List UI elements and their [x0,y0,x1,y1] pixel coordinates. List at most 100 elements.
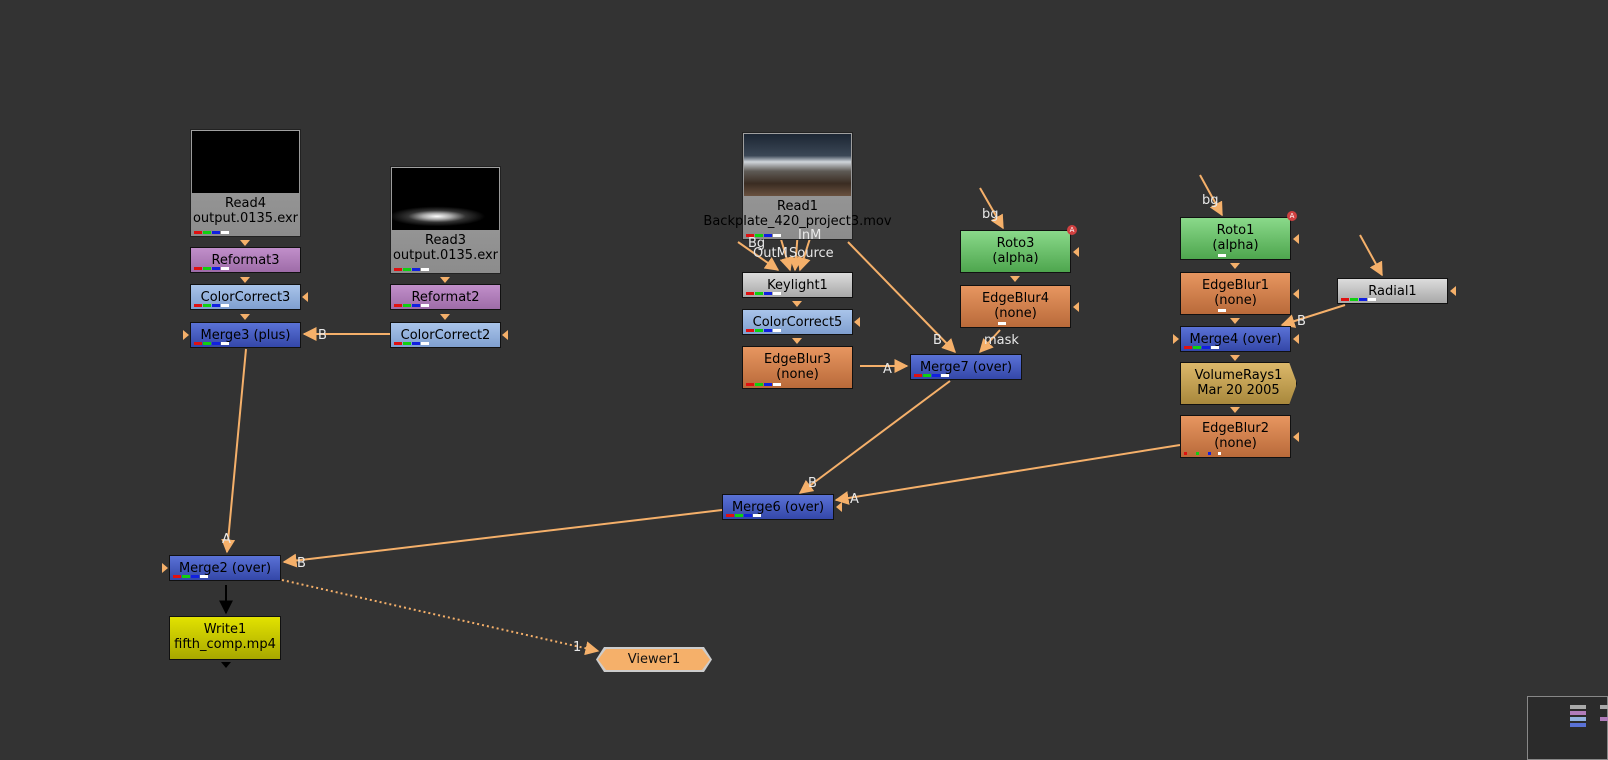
keylight1-channels [746,292,782,295]
roto1-bg-label: bg [1202,193,1219,208]
pipe-edgeblur4-merge7[interactable] [979,329,1001,354]
keylight1-label: Keylight1 [767,278,828,293]
node-merge3[interactable]: Merge3 (plus) [190,322,301,348]
pipe-radial1-input[interactable] [1359,234,1383,277]
merge6-label: Merge6 (over) [731,500,825,515]
merge6-a-label: A [850,492,859,507]
colorcorrect3-output-pin[interactable] [240,314,250,320]
edgeblur1-mask-pin[interactable] [1293,289,1299,299]
minimap-node [1600,705,1608,709]
node-colorcorrect3[interactable]: ColorCorrect3 [190,284,301,310]
minimap-node [1570,717,1586,721]
colorcorrect3-channels [194,304,230,307]
node-roto1[interactable]: Roto1 (alpha) [1180,217,1291,260]
keylight1-output-pin[interactable] [792,301,802,307]
roto1-input-pin[interactable] [1293,234,1299,244]
edgeblur1-output-pin[interactable] [1230,318,1240,324]
node-roto3[interactable]: Roto3 (alpha) [960,230,1071,273]
minimap-node [1600,717,1608,721]
node-read1[interactable]: Read1 Backplate_420_project3.mov [703,132,892,240]
read4-label: Read4 [225,196,266,211]
edgeblur4-mask-pin[interactable] [1073,302,1079,312]
read1-thumbnail [744,134,851,196]
graph-minimap[interactable] [1527,696,1608,760]
node-edgeblur2[interactable]: EdgeBlur2 (none) [1180,415,1291,458]
roto1-output-pin[interactable] [1230,263,1240,269]
pipe-merge2-viewer[interactable] [281,579,600,656]
edgeblur3-channels [746,383,782,386]
minimap-node [1570,711,1586,715]
node-radial1[interactable]: Radial1 [1337,278,1448,304]
roto3-sub: (alpha) [992,251,1039,266]
read3-label: Read3 [425,233,466,248]
roto1-badge: A [1287,211,1297,221]
node-write1[interactable]: Write1 fifth_comp.mp4 [169,616,281,660]
pipe-radial1-merge4[interactable] [1280,304,1346,328]
node-edgeblur3[interactable]: EdgeBlur3 (none) [742,346,853,389]
merge2-label: Merge2 (over) [178,561,272,576]
colorcorrect5-output-pin[interactable] [792,338,802,344]
volumerays1-output-pin[interactable] [1230,407,1240,413]
pipe-merge3-merge2[interactable] [221,348,247,554]
reformat2-label: Reformat2 [411,290,480,305]
reformat2-channels [394,304,430,307]
roto3-output-pin[interactable] [1010,276,1020,282]
roto3-bg-label: bg [982,207,999,222]
merge4-output-pin[interactable] [1230,355,1240,361]
pipe-merge7-merge6[interactable] [798,380,951,494]
write1-label: Write1 [203,622,247,637]
read1-label: Read1 [777,199,818,214]
reformat2-output-pin[interactable] [440,314,450,320]
node-reformat3[interactable]: Reformat3 [190,247,301,273]
merge2-input-left-pin[interactable] [162,563,168,573]
pipe-read1-keylight-bg[interactable] [737,241,780,271]
roto3-badge: A [1067,225,1077,235]
merge4-output-right-pin[interactable] [1293,334,1299,344]
node-merge4[interactable]: Merge4 (over) [1180,326,1291,352]
pipe-roto3-bg[interactable] [979,187,1004,230]
edgeblur2-channels [1184,452,1222,455]
merge2-b-label: B [297,556,306,571]
node-colorcorrect5[interactable]: ColorCorrect5 [742,309,853,335]
node-edgeblur4[interactable]: EdgeBlur4 (none) [960,285,1071,328]
node-keylight1[interactable]: Keylight1 [742,272,853,298]
pipe-roto1-bg[interactable] [1199,174,1223,217]
pipe-read1-merge7[interactable] [847,241,956,354]
merge7-label: Merge7 (over) [919,360,1013,375]
reformat3-output-pin[interactable] [240,277,250,283]
edgeblur2-sub: (none) [1214,436,1257,451]
pipe-edgeblur2-merge6[interactable] [834,444,1181,505]
colorcorrect5-label: ColorCorrect5 [752,315,843,330]
merge6-output-right-pin[interactable] [836,502,842,512]
node-viewer1[interactable]: Viewer1 [598,649,710,670]
node-merge7[interactable]: Merge7 (over) [910,354,1022,380]
merge4-input-left-pin[interactable] [1173,334,1179,344]
roto3-input-pin[interactable] [1073,247,1079,257]
merge4-b-label: B [1297,314,1306,329]
colorcorrect3-mask-pin[interactable] [302,292,308,302]
node-edgeblur1[interactable]: EdgeBlur1 (none) [1180,272,1291,315]
node-merge6[interactable]: Merge6 (over) [722,494,834,520]
reformat3-label: Reformat3 [211,253,280,268]
colorcorrect5-mask-pin[interactable] [854,317,860,327]
colorcorrect2-mask-pin[interactable] [502,330,508,340]
node-colorcorrect2[interactable]: ColorCorrect2 [390,322,501,348]
node-volumerays1[interactable]: VolumeRays1 Mar 20 2005 [1180,362,1297,405]
node-merge2[interactable]: Merge2 (over) [169,555,281,581]
write1-output-pin[interactable] [221,662,231,668]
radial1-channels [1341,298,1377,301]
minimap-node [1570,705,1586,709]
edgeblur2-mask-pin[interactable] [1293,432,1299,442]
merge2-a-label: A [222,532,231,547]
node-read3[interactable]: Read3 output.0135.exr [390,166,501,274]
minimap-node [1570,723,1586,727]
read3-thumbnail [392,168,499,230]
read3-output-pin[interactable] [440,277,450,283]
node-reformat2[interactable]: Reformat2 [390,284,501,310]
pipe-merge6-merge2[interactable] [282,509,723,568]
node-read4[interactable]: Read4 output.0135.exr [190,129,301,237]
volumerays1-sub: Mar 20 2005 [1197,383,1280,398]
radial1-mask-pin[interactable] [1450,286,1456,296]
merge3-input-left-pin[interactable] [183,330,189,340]
read4-output-pin[interactable] [240,240,250,246]
